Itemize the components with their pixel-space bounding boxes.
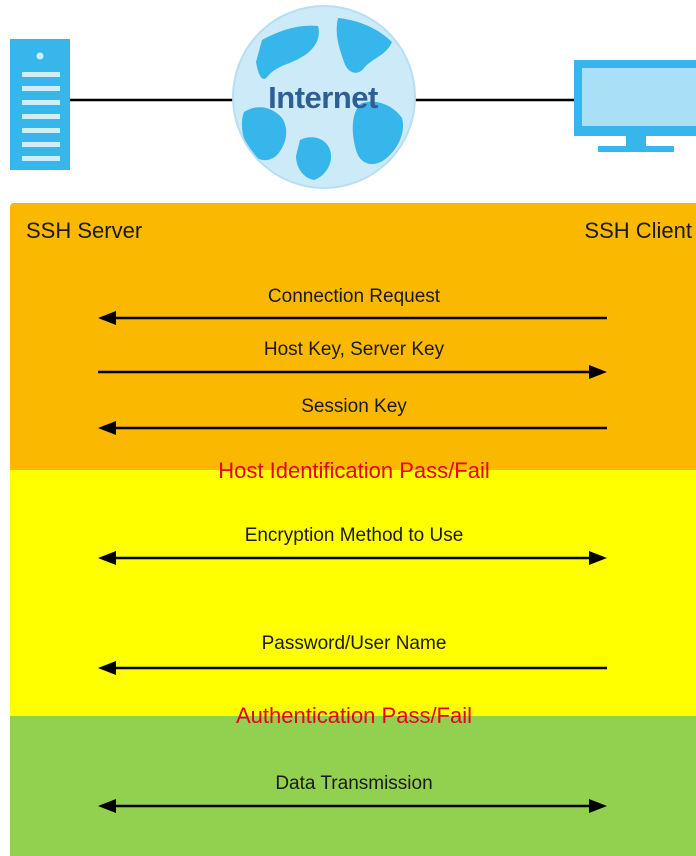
- internet-label: Internet: [268, 80, 378, 115]
- host-identification-result: Host Identification Pass/Fail: [218, 458, 490, 483]
- ssh-client-label: SSH Client: [584, 218, 692, 243]
- message-data-transmission: Data Transmission: [275, 773, 433, 794]
- message-connection-request: Connection Request: [267, 286, 441, 307]
- data-transmission-band: [10, 716, 696, 856]
- message-session-key: Session Key: [301, 396, 407, 417]
- network-topology: Internet: [0, 0, 696, 200]
- authentication-result: Authentication Pass/Fail: [235, 703, 473, 728]
- globe-icon: [232, 5, 416, 189]
- message-host-key-server-key: Host Key, Server Key: [263, 339, 445, 360]
- ssh-server-label: SSH Server: [26, 218, 143, 243]
- message-password-user-name: Password/User Name: [261, 633, 447, 654]
- monitor-icon: [574, 60, 696, 152]
- authentication-band: [10, 470, 696, 716]
- message-encryption-method: Encryption Method to Use: [244, 525, 464, 546]
- host-identification-band: [10, 203, 696, 470]
- topology-graphic: [10, 5, 696, 189]
- server-icon: [10, 39, 70, 170]
